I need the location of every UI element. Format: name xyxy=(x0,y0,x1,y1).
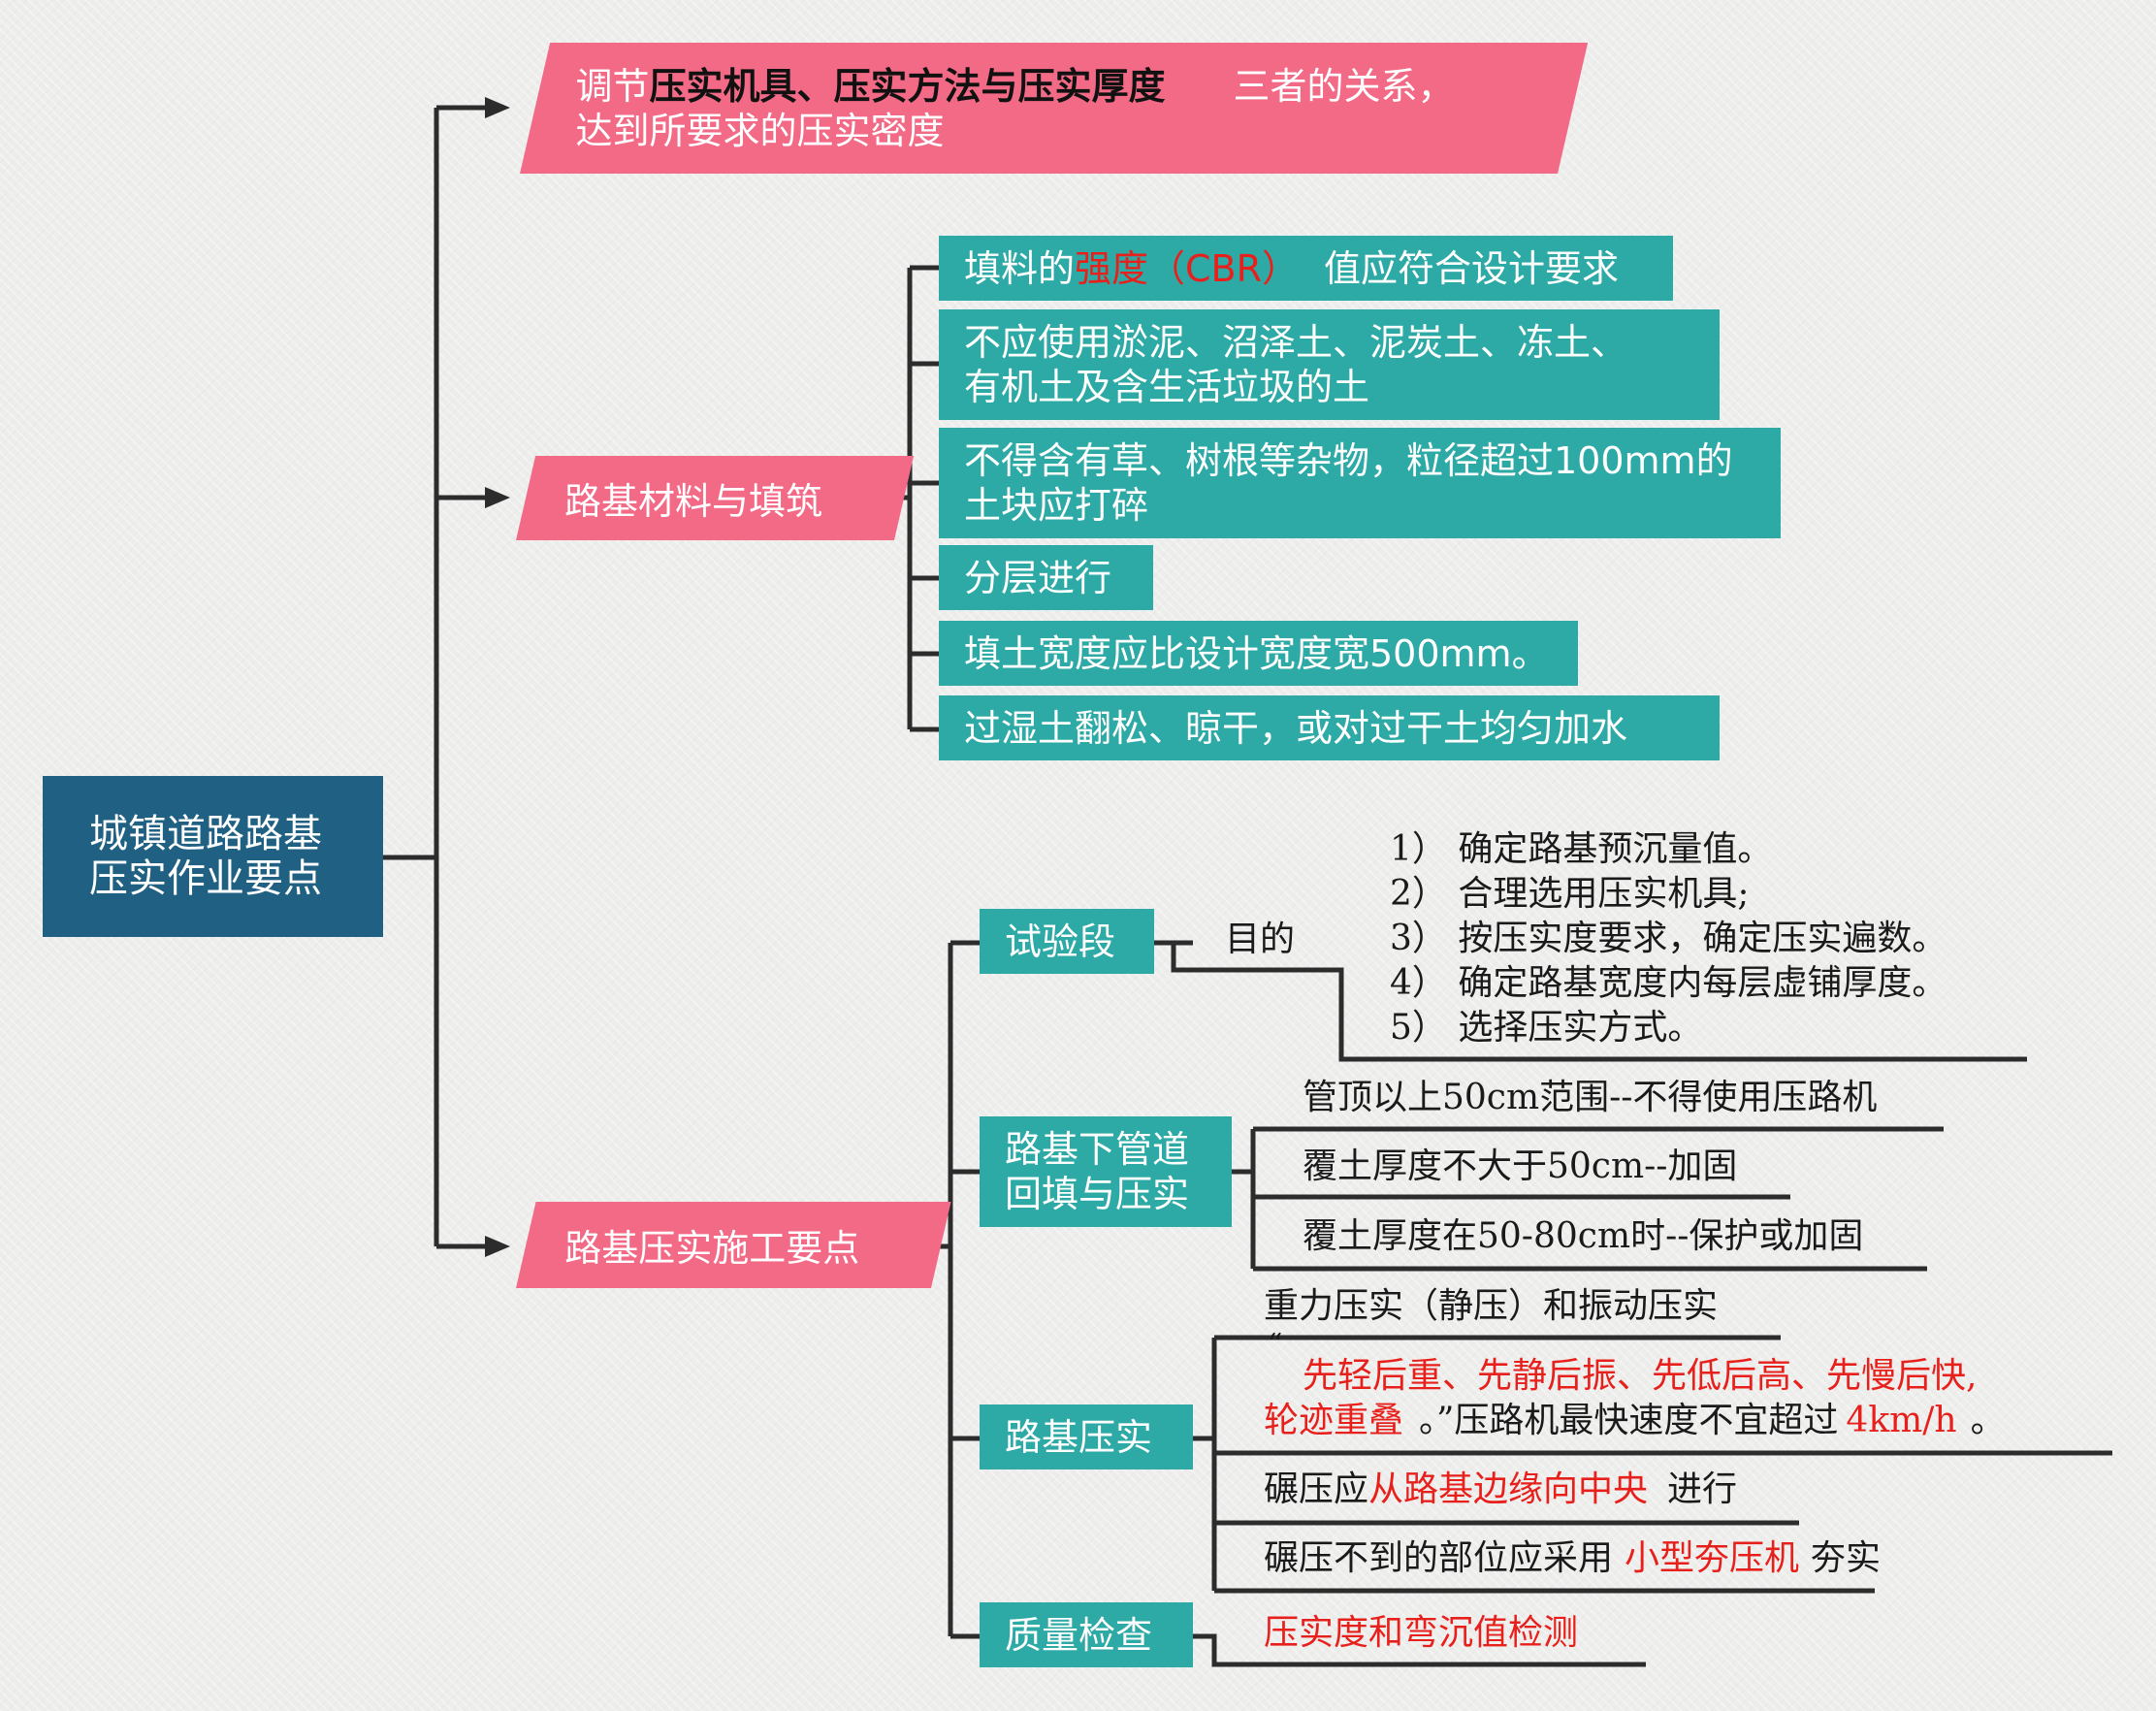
material-item-1-prefix: 填料的 xyxy=(964,246,1076,290)
materials-node: 路基材料与填筑 xyxy=(516,456,915,540)
material-item-3-line-2: 土块应打碎 xyxy=(964,484,1149,527)
material-item-2-line-1: 不应使用淤泥、沼泽土、泥炭土、冻土、 xyxy=(964,321,1628,364)
goal-prefix: 调节 xyxy=(575,64,650,108)
goal-suffix: 三者的关系， xyxy=(1233,64,1455,108)
roadbed-item-2-red-2: 轮迹重叠 xyxy=(1264,1401,1404,1440)
material-item-2-line-2: 有机土及含生活垃圾的土 xyxy=(964,366,1370,408)
material-item-4: 分层进行 xyxy=(939,545,1153,610)
goal-bold: 压实机具、压实方法与压实厚度 xyxy=(649,64,1166,108)
trial-section-label: 试验段 xyxy=(1005,920,1116,963)
pipe-backfill-node: 路基下管道 回填与压实 xyxy=(980,1116,1232,1227)
roadbed-item-4: 碾压不到的部位应采用小型夯压机夯实 xyxy=(1264,1536,1881,1581)
roadbed-compaction-label: 路基压实 xyxy=(1005,1415,1153,1459)
trial-purpose: 目的 xyxy=(1225,920,1296,959)
quality-check-label: 质量检查 xyxy=(1005,1613,1153,1657)
goal-line-2: 达到所要求的压实密度 xyxy=(575,109,945,152)
roadbed-item-2-red-3: 4km/h xyxy=(1846,1401,1957,1440)
material-item-1-red: 强度（CBR） xyxy=(1075,246,1300,290)
pipe-label-line-2: 回填与压实 xyxy=(1005,1173,1190,1215)
material-item-4-text: 分层进行 xyxy=(964,556,1112,599)
roadbed-item-3-prefix: 碾压应 xyxy=(1264,1469,1369,1509)
material-item-3-line-1: 不得含有草、树根等杂物，粒径超过100mm的 xyxy=(964,439,1733,482)
compaction-label: 路基压实施工要点 xyxy=(564,1227,860,1270)
roadbed-item-1: 重力压实（静压）和振动压实 xyxy=(1264,1286,1719,1326)
quality-check-node: 质量检查 xyxy=(980,1602,1193,1667)
material-item-1: 填料的强度（CBR） 值应符合设计要求 xyxy=(939,236,1673,301)
roadbed-compaction-node: 路基压实 xyxy=(980,1404,1193,1469)
pipe-item-3: 覆土厚度在50-80cm时--保护或加固 xyxy=(1303,1216,1864,1256)
roadbed-item-3-suffix: 进行 xyxy=(1667,1469,1738,1509)
pipe-item-1: 管顶以上50cm范围--不得使用压路机 xyxy=(1303,1078,1878,1117)
roadbed-item-4-red: 小型夯压机 xyxy=(1625,1538,1800,1578)
root-line-1: 城镇道路路基 xyxy=(89,812,322,856)
trial-item-1: 1） 确定路基预沉量值。 xyxy=(1390,829,1773,869)
roadbed-item-2-red-1: 先轻后重、先静后振、先低后高、先慢后快, xyxy=(1303,1356,1978,1396)
root-line-2: 压实作业要点 xyxy=(89,856,322,901)
quote-open: “ xyxy=(1268,1328,1283,1362)
materials-label: 路基材料与填筑 xyxy=(564,480,823,523)
pipe-label-line-1: 路基下管道 xyxy=(1005,1128,1190,1171)
material-item-6: 过湿土翻松、晾干，或对过干土均匀加水 xyxy=(939,695,1720,760)
roadbed-item-3: 碾压应从路基边缘向中央进行 xyxy=(1264,1468,1737,1512)
trial-item-2: 2） 合理选用压实机具; xyxy=(1390,874,1750,914)
material-item-5-text: 填土宽度应比设计宽度宽500mm。 xyxy=(964,631,1549,675)
trial-item-3: 3） 按压实度要求，确定压实遍数。 xyxy=(1390,919,1947,958)
material-item-1-suffix: 值应符合设计要求 xyxy=(1324,246,1620,290)
roadbed-item-3-red: 从路基边缘向中央 xyxy=(1368,1469,1649,1509)
trial-item-4: 4） 确定路基宽度内每层虚铺厚度。 xyxy=(1390,963,1947,1003)
quality-check-item: 压实度和弯沉值检测 xyxy=(1264,1613,1579,1653)
trial-section-node: 试验段 xyxy=(980,909,1154,974)
material-item-2: 不应使用淤泥、沼泽土、泥炭土、冻土、 有机土及含生活垃圾的土 xyxy=(939,309,1720,420)
material-item-5: 填土宽度应比设计宽度宽500mm。 xyxy=(939,621,1578,686)
roadbed-item-2-end: 。 xyxy=(1970,1401,2006,1440)
material-item-3: 不得含有草、树根等杂物，粒径超过100mm的 土块应打碎 xyxy=(939,428,1781,538)
compaction-node: 路基压实施工要点 xyxy=(516,1202,951,1288)
pipe-item-2: 覆土厚度不大于50cm--加固 xyxy=(1303,1146,1738,1186)
trial-item-5: 5） 选择压实方式。 xyxy=(1390,1008,1703,1048)
roadbed-item-4-prefix: 碾压不到的部位应采用 xyxy=(1264,1538,1614,1578)
roadbed-item-4-suffix: 夯实 xyxy=(1811,1538,1882,1578)
roadbed-item-2-mid: 。”压路机最快速度不宜超过 xyxy=(1419,1401,1839,1440)
compaction-goal-node: 调节压实机具、压实方法与压实厚度 三者的关系， 达到所要求的压实密度 xyxy=(520,43,1589,174)
material-item-6-text: 过湿土翻松、晾干，或对过干土均匀加水 xyxy=(964,706,1628,750)
root-node: 城镇道路路基 压实作业要点 xyxy=(43,776,383,937)
